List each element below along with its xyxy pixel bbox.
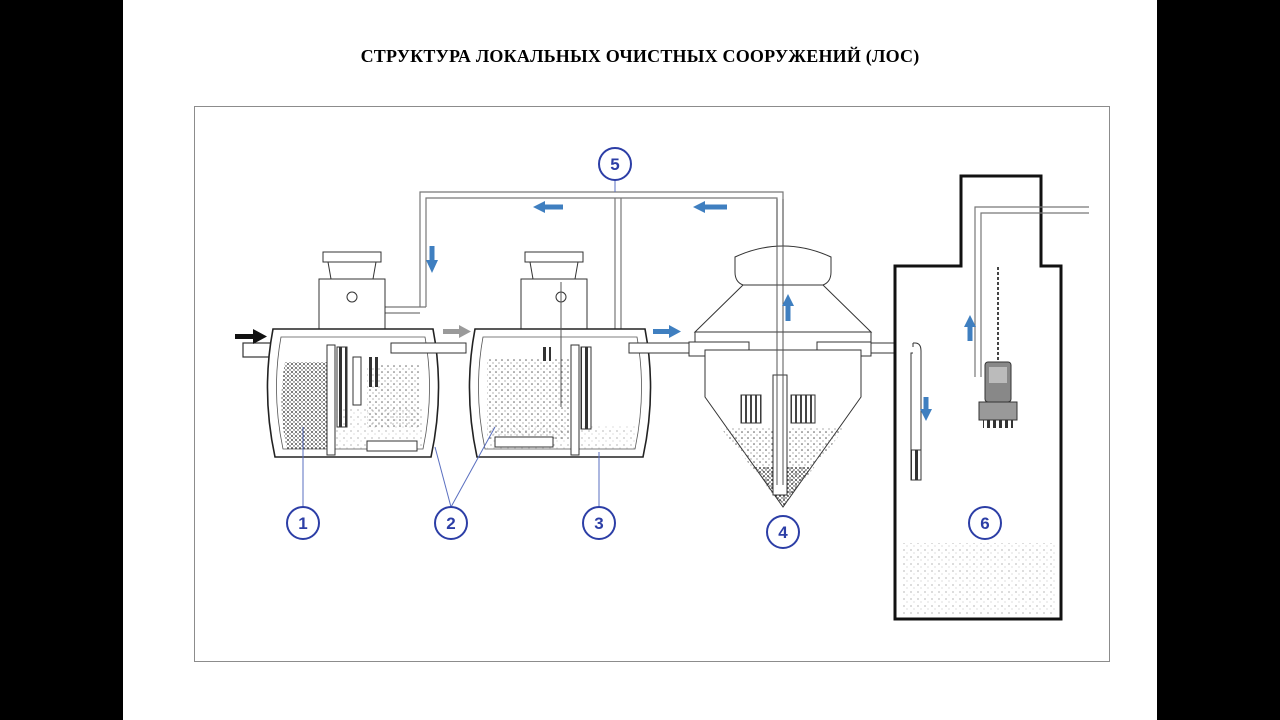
storage-well-6 (893, 174, 1089, 621)
marker-3: 3 (582, 506, 616, 540)
flow-arrow-icon (426, 246, 438, 273)
submersible-pump-icon (978, 361, 1018, 428)
marker-6: 6 (968, 506, 1002, 540)
marker-label: 5 (610, 155, 619, 174)
transfer-arrow-icon (443, 325, 471, 338)
flow-arrow-icon (782, 294, 794, 321)
flow-arrow-icon (653, 325, 681, 338)
page: СТРУКТУРА ЛОКАЛЬНЫХ ОЧИСТНЫХ СООРУЖЕНИЙ … (123, 0, 1157, 720)
marker-4: 4 (766, 515, 800, 549)
marker-label: 1 (298, 514, 307, 533)
flow-arrow-icon (533, 201, 563, 213)
marker-2: 2 (434, 506, 468, 540)
septic-tank-1 (266, 251, 467, 458)
inlet-arrow-icon (235, 329, 267, 344)
settler-tank-4 (688, 199, 914, 508)
marker-label: 4 (778, 523, 788, 542)
marker-label: 6 (980, 514, 989, 533)
marker-5: 5 (598, 147, 632, 181)
flow-arrow-icon (693, 201, 727, 213)
leader-lines (302, 177, 616, 508)
bioreactor-tank-2 (468, 251, 690, 458)
page-title: СТРУКТУРА ЛОКАЛЬНЫХ ОЧИСТНЫХ СООРУЖЕНИЙ … (360, 46, 920, 66)
diagram-frame: 1 2 3 4 5 6 (194, 106, 1110, 662)
treatment-scheme: 1 2 3 4 5 6 (235, 147, 1089, 621)
marker-1: 1 (286, 506, 320, 540)
flow-arrow-icon (920, 397, 932, 421)
marker-label: 3 (594, 514, 603, 533)
marker-label: 2 (446, 514, 455, 533)
flow-arrow-icon (964, 315, 976, 341)
